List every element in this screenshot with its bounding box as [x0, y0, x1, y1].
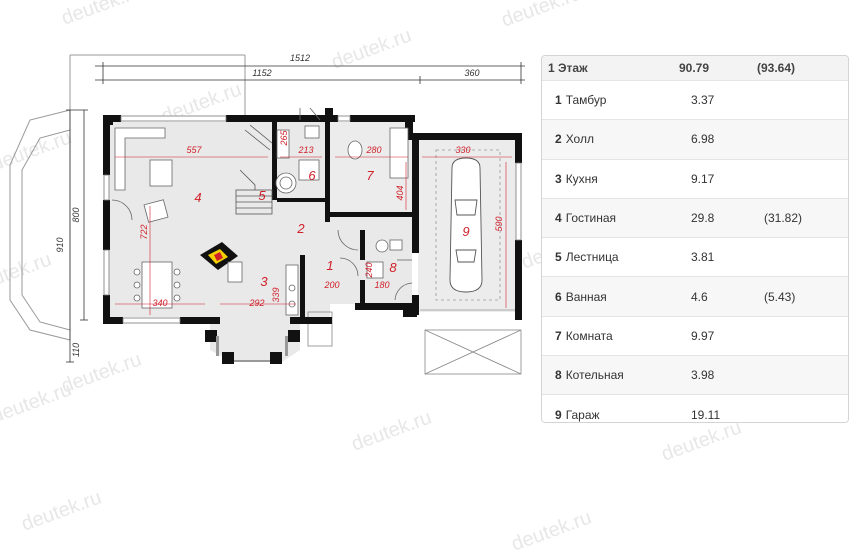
floor-area: [108, 122, 518, 362]
dim-404: 404: [395, 185, 405, 200]
dim-height-bay: 110: [71, 343, 81, 357]
room-area: 9.17: [691, 171, 715, 186]
dim-240: 240: [364, 262, 374, 278]
dim-590: 590: [494, 216, 504, 231]
dim-340: 340: [152, 298, 167, 308]
room-number-1: 1: [326, 258, 333, 273]
walls: [103, 108, 522, 364]
room-number: 9: [555, 407, 562, 422]
room-number-6: 6: [308, 168, 316, 183]
dim-557: 557: [186, 145, 202, 155]
fireplace: [200, 242, 243, 283]
dim-213: 213: [297, 145, 313, 155]
dim-330: 330: [455, 145, 470, 155]
room-name: Гараж: [565, 407, 600, 422]
room-name: Гостиная: [565, 211, 617, 226]
room-area-full: (31.82): [764, 211, 803, 226]
dim-280: 280: [365, 145, 381, 155]
room-area: 6.98: [691, 132, 715, 147]
room-number-2: 2: [296, 221, 305, 236]
windows: [103, 115, 522, 324]
dim-right-width: 360: [464, 68, 479, 78]
room-number: 7: [555, 328, 562, 343]
floor-area-full: (93.64): [757, 61, 796, 75]
room-name: Комната: [565, 328, 613, 343]
garage-door-line: [420, 149, 515, 311]
room-area: 9.97: [691, 328, 715, 343]
dim-200: 200: [323, 280, 339, 290]
room-number-3: 3: [260, 274, 268, 289]
room-number: 6: [555, 289, 562, 304]
car: [449, 157, 483, 293]
room-name: Котельная: [565, 368, 624, 383]
room-number: 8: [555, 368, 562, 383]
room-name: Лестница: [565, 250, 619, 265]
room-number: 1: [555, 93, 562, 108]
room-number-5: 5: [258, 188, 266, 203]
room-area: 3.37: [691, 93, 715, 108]
room-number-7: 7: [366, 168, 374, 183]
dim-height-total: 910: [55, 237, 65, 252]
room-number: 5: [555, 250, 562, 265]
room-number-9: 9: [462, 224, 469, 239]
floor-plan: 1512 1152 360 910 800 110: [9, 53, 525, 375]
room-name: Тамбур: [565, 93, 607, 108]
room-number: 2: [555, 132, 562, 147]
dim-265: 265: [279, 130, 289, 147]
dim-left-width: 1152: [252, 68, 271, 78]
room-area: 3.81: [691, 250, 715, 265]
watermark: deutek.ru: [658, 416, 745, 466]
room-number-8: 8: [389, 260, 397, 275]
table-header: 1 Этаж 90.79 (93.64): [542, 56, 848, 80]
room-area: 19.11: [691, 407, 721, 422]
room-area-full: (5.43): [764, 289, 796, 304]
living-furniture: [114, 127, 181, 309]
dim-180: 180: [374, 280, 389, 290]
room-area: 29.8: [691, 211, 715, 226]
room-number-4: 4: [194, 190, 201, 205]
inner-dim-lines: [115, 156, 512, 315]
dim-339: 339: [271, 287, 281, 302]
room-name: Холл: [565, 132, 594, 147]
room-name: Кухня: [565, 171, 598, 186]
dim-height-main: 800: [71, 207, 81, 222]
dim-722: 722: [139, 224, 149, 239]
floor-label: 1 Этаж: [548, 61, 588, 75]
staircase: [235, 124, 273, 215]
room-name: Ванная: [565, 289, 607, 304]
floor-area-total: 90.79: [679, 61, 710, 75]
room-number: 4: [555, 211, 562, 226]
room-number: 3: [555, 171, 562, 186]
room-area: 4.6: [691, 289, 708, 304]
dimension-lines: [66, 62, 525, 363]
bathroom-fixtures: [275, 125, 409, 279]
room-area: 3.98: [691, 368, 715, 383]
dim-total-width: 1512: [290, 53, 310, 63]
porch: [307, 311, 522, 375]
dim-292: 292: [248, 298, 264, 308]
doors: [111, 107, 413, 301]
kitchen-fixtures: [285, 264, 299, 316]
